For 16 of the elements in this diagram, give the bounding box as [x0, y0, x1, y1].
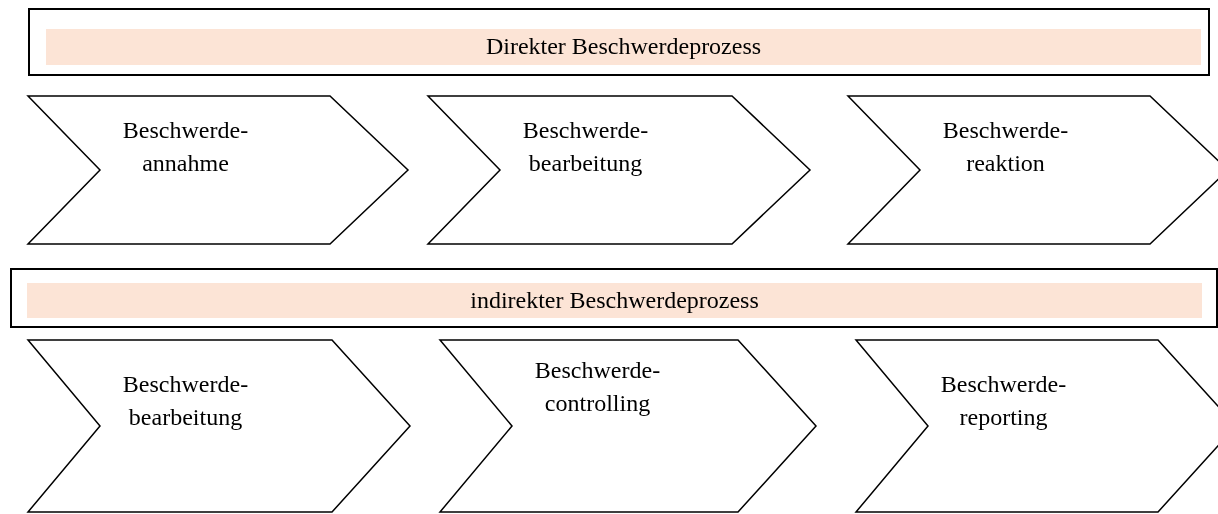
process-step: [28, 340, 410, 512]
process-step: [428, 96, 810, 244]
process-step: [28, 96, 408, 244]
process-header: [28, 8, 1210, 76]
header-title: indirekter Beschwerdeprozess: [469, 286, 760, 315]
header-title: Direkter Beschwerdeprozess: [484, 32, 763, 61]
process-header: [10, 268, 1218, 328]
step-label: Beschwerde- bearbeitung: [121, 370, 250, 432]
step-label: Beschwerde- reaktion: [941, 116, 1070, 178]
step-label: Beschwerde- bearbeitung: [521, 116, 650, 178]
step-label: Beschwerde- annahme: [121, 116, 250, 178]
step-label: Beschwerde- controlling: [533, 356, 662, 418]
process-step: [856, 340, 1218, 512]
process-step: [440, 340, 816, 512]
process-step: [848, 96, 1218, 244]
step-label: Beschwerde- reporting: [939, 370, 1068, 432]
